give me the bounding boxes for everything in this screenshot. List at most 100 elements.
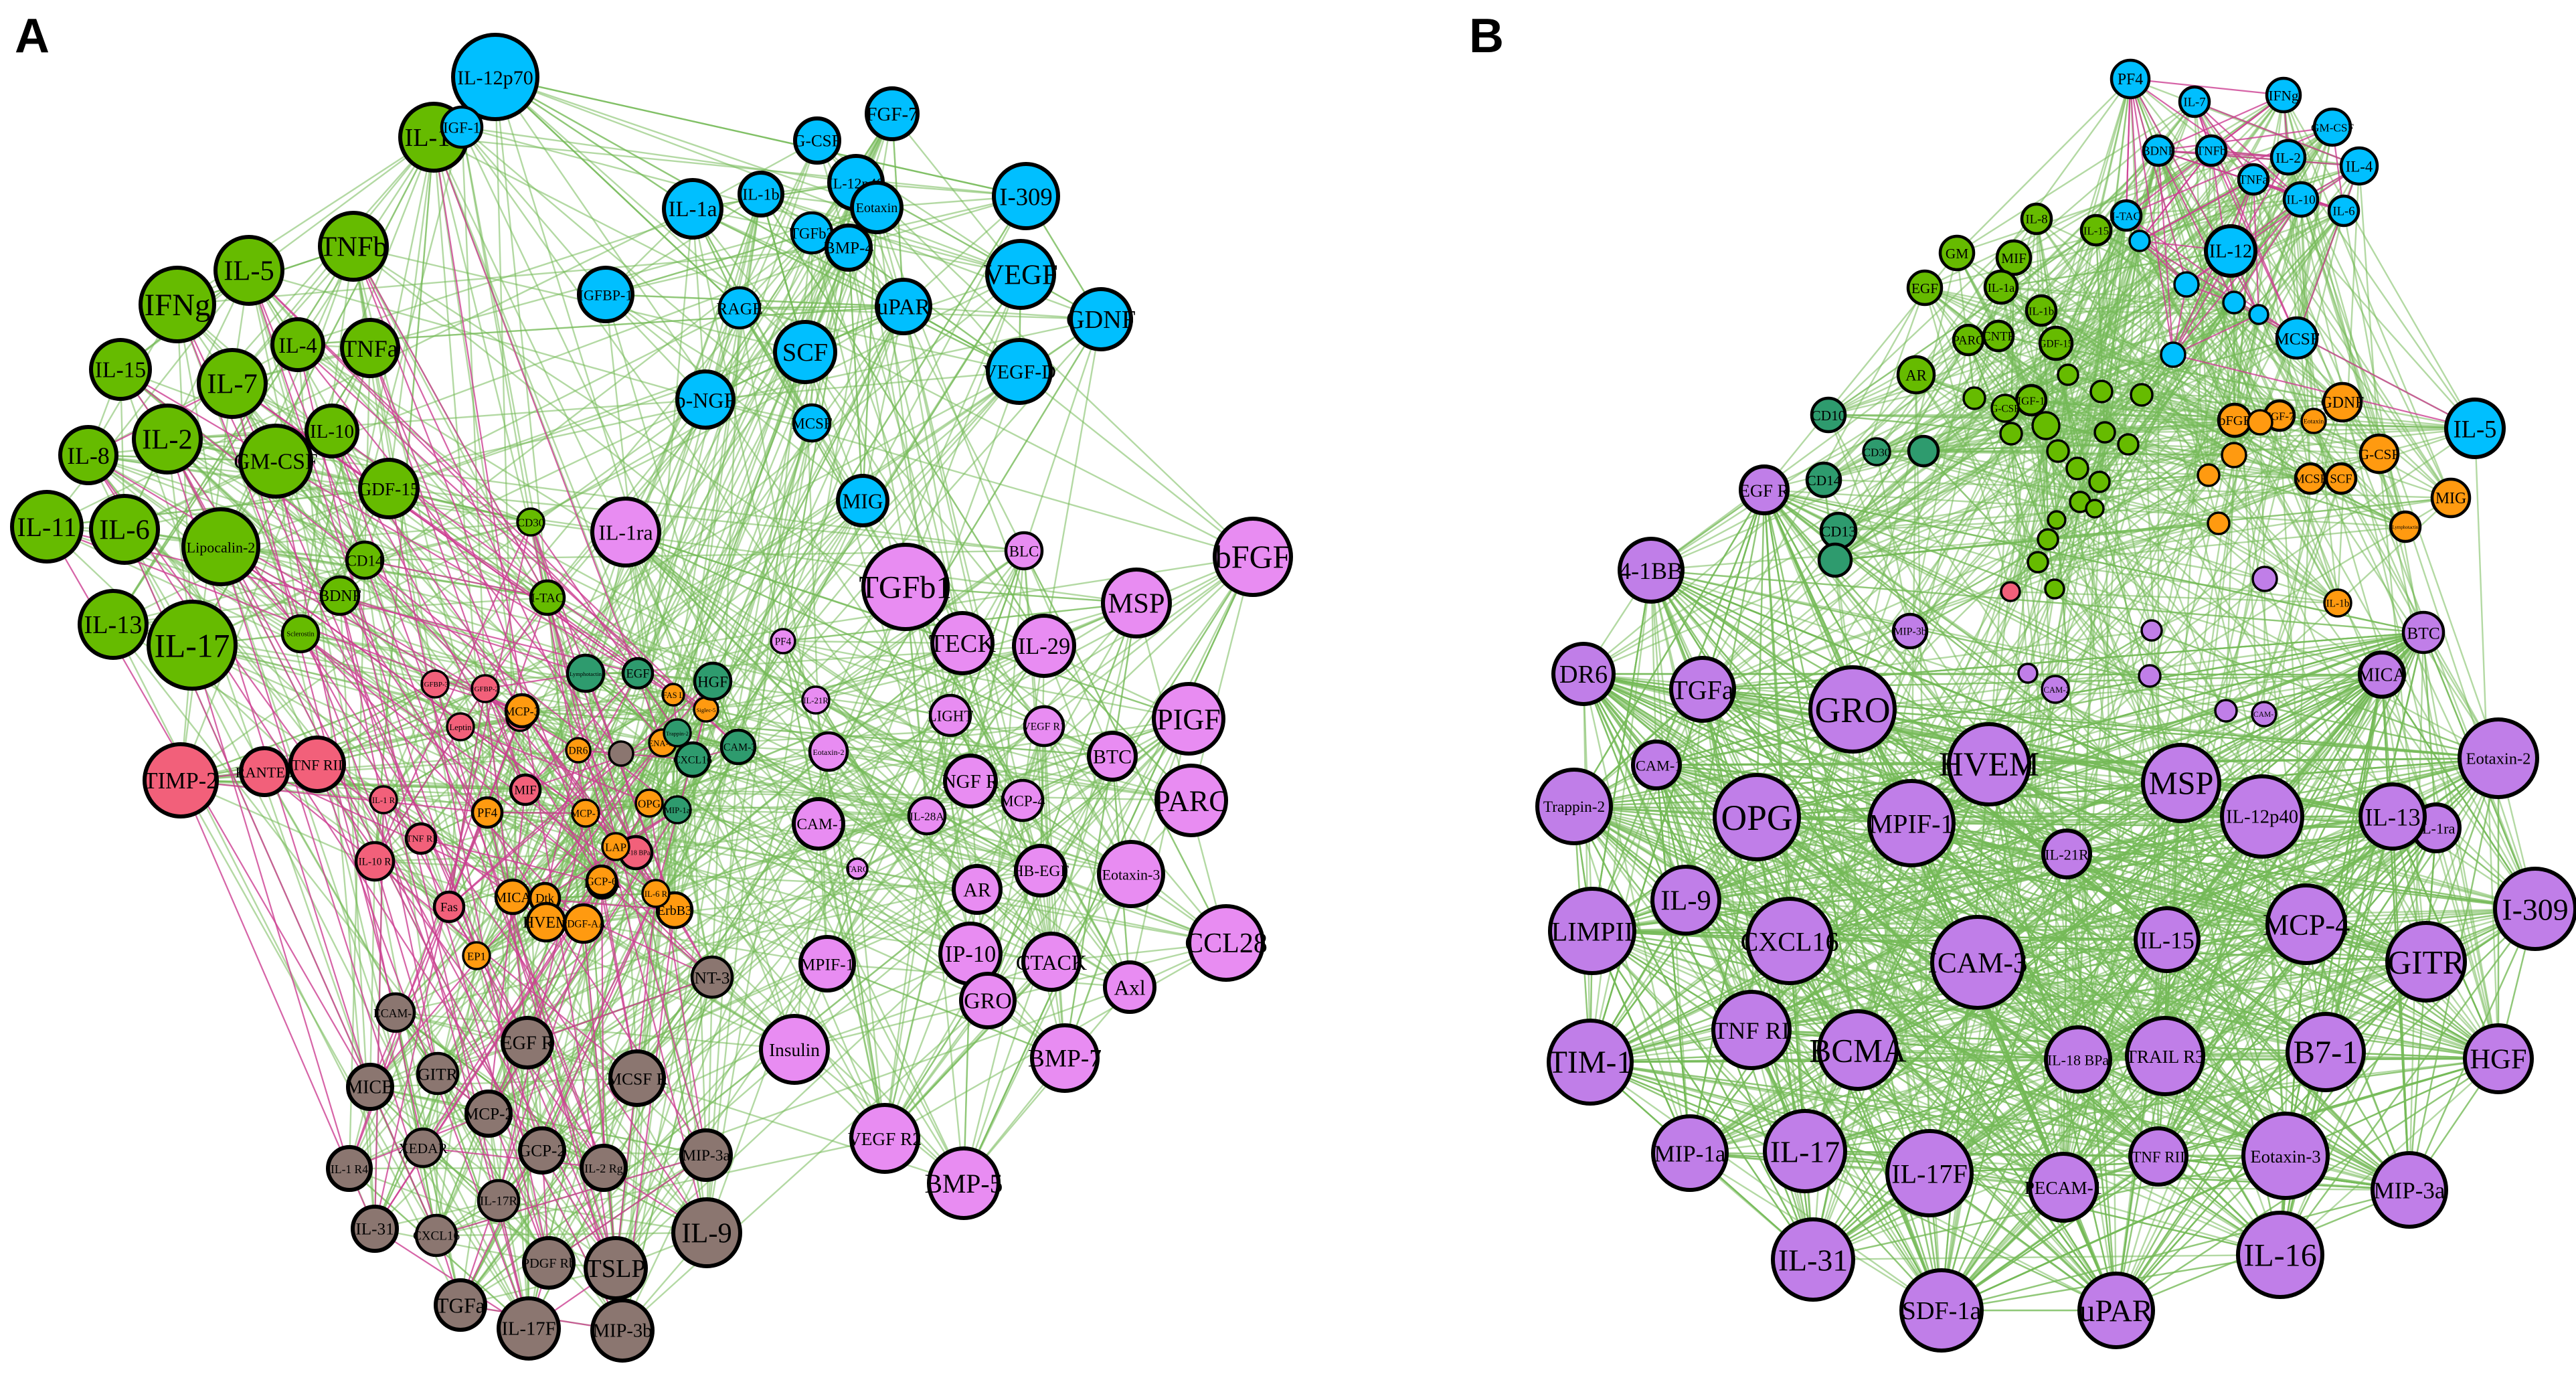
- network-node: FGF-7: [865, 86, 920, 141]
- network-node: BMP-4: [824, 224, 873, 272]
- node-label: ICAM-3: [1927, 947, 2027, 979]
- negative-correlation-edge: [300, 633, 602, 881]
- node-circle: [516, 507, 545, 537]
- negative-correlation-edge: [369, 347, 527, 790]
- positive-correlation-edge: [180, 779, 795, 1051]
- network-node: IGFBP-3: [420, 669, 450, 699]
- network-node: [2089, 379, 2114, 404]
- network-node: [608, 740, 634, 767]
- node-label: IL-17: [1770, 1135, 1840, 1169]
- positive-correlation-edge: [814, 699, 886, 1139]
- network-node: [2057, 363, 2079, 386]
- network-node: ICAM-3: [720, 728, 756, 766]
- node-circle: [608, 1049, 666, 1107]
- positive-correlation-edge: [369, 861, 376, 1088]
- node-label: EGF: [626, 667, 649, 681]
- node-label: Fas: [440, 901, 458, 915]
- network-node: IL-10 R: [354, 841, 396, 882]
- node-label: IL-4: [2346, 159, 2373, 175]
- positive-correlation-edge: [826, 963, 965, 1184]
- node-label: Axl: [1114, 976, 1145, 1000]
- node-label: BMP-7: [1028, 1045, 1102, 1073]
- network-node: EGF R: [501, 1016, 554, 1069]
- node-label: IL-6 R: [645, 889, 668, 899]
- network-node: TIMP-2: [143, 742, 219, 818]
- node-circle: [1069, 287, 1133, 351]
- node-label: TNF RI: [1713, 1017, 1790, 1044]
- positive-correlation-edge: [220, 246, 355, 547]
- node-circle: [1101, 568, 1172, 638]
- positive-correlation-edge: [782, 247, 850, 642]
- node-circle: [985, 239, 1056, 310]
- node-label: MICA: [2357, 665, 2407, 686]
- network-node: MICA: [2357, 651, 2407, 699]
- node-circle: [661, 683, 685, 707]
- negative-correlation-edge: [460, 725, 650, 804]
- node-label: Insulin: [769, 1040, 820, 1060]
- network-node: MIP-1a: [1651, 1114, 1729, 1192]
- node-circle: [717, 286, 762, 330]
- network-node: IL-6: [2327, 194, 2360, 228]
- positive-correlation-edge: [1589, 570, 1652, 1063]
- node-circle: [2197, 463, 2221, 487]
- network-node: IL-1a: [662, 178, 723, 240]
- positive-correlation-edge: [495, 76, 1027, 197]
- network-node: CXCL16: [673, 741, 712, 778]
- node-label: G-CSF: [2359, 446, 2400, 462]
- positive-correlation-edge: [541, 422, 813, 1151]
- node-circle: [674, 741, 711, 778]
- node-circle: [529, 579, 566, 616]
- negative-correlation-edge: [436, 1154, 707, 1237]
- network-node: TGFb1: [859, 543, 952, 631]
- network-node: GRO: [959, 972, 1017, 1029]
- node-label: IL-12p70: [457, 66, 533, 89]
- network-node: [2031, 411, 2061, 440]
- node-label: I-309: [999, 183, 1052, 211]
- network-node: B7-1: [2286, 1012, 2366, 1092]
- node-circle: [770, 628, 796, 655]
- node-label: MIP-3b: [593, 1321, 653, 1342]
- network-node: IL-7: [197, 348, 268, 419]
- positive-correlation-edge: [487, 274, 1022, 1114]
- positive-correlation-edge: [711, 307, 741, 978]
- node-label: HGF: [2470, 1044, 2526, 1075]
- network-node: EGF: [1906, 269, 1944, 307]
- node-label: Eotaxin-2: [2466, 750, 2531, 768]
- node-circle: [861, 543, 950, 631]
- negative-correlation-edge: [530, 521, 678, 733]
- node-circle: [571, 798, 600, 828]
- node-label: EGF R: [501, 1033, 554, 1054]
- negative-correlation-edge: [487, 789, 527, 1114]
- network-node: IGF-1: [2014, 383, 2048, 417]
- node-label: GDNF: [1066, 306, 1136, 334]
- network-node: CD13: [1819, 511, 1858, 550]
- negative-correlation-edge: [547, 597, 663, 744]
- positive-correlation-edge: [815, 644, 1045, 701]
- node-circle: [621, 657, 655, 690]
- node-label: IL-21R: [2045, 847, 2089, 863]
- node-label: GDF-15: [358, 479, 419, 499]
- network-node: I-TAC: [529, 579, 566, 616]
- network-node: Eotaxin-2: [2458, 717, 2539, 799]
- network-node: DR6: [565, 737, 592, 764]
- network-node: [1962, 386, 1986, 410]
- node-label: CXCL16: [1741, 927, 1839, 957]
- network-node: [1999, 422, 2023, 446]
- network-node: [2065, 456, 2089, 481]
- node-circle: [850, 181, 904, 234]
- network-node: IGF-1: [440, 105, 484, 149]
- node-circle: [959, 972, 1017, 1029]
- node-circle: [634, 788, 664, 818]
- node-circle: [432, 890, 466, 924]
- network-node: GRO: [1808, 665, 1897, 754]
- node-label: HVEM: [523, 914, 570, 932]
- node-label: IL-1ra: [598, 521, 653, 545]
- node-label: IL-28A: [910, 810, 944, 823]
- panel-a: IL-12p70IL-16IGF-1FGF-7G-CSFIL-1bIL-12p4…: [10, 9, 1293, 1363]
- positive-correlation-edge: [1043, 725, 1131, 988]
- network-node: OPG: [1713, 773, 1801, 861]
- network-node: ICAM-2: [2041, 675, 2070, 704]
- network-node: Eotaxin-2: [808, 731, 849, 772]
- network-node: [2117, 433, 2140, 456]
- negative-correlation-edge: [525, 742, 663, 791]
